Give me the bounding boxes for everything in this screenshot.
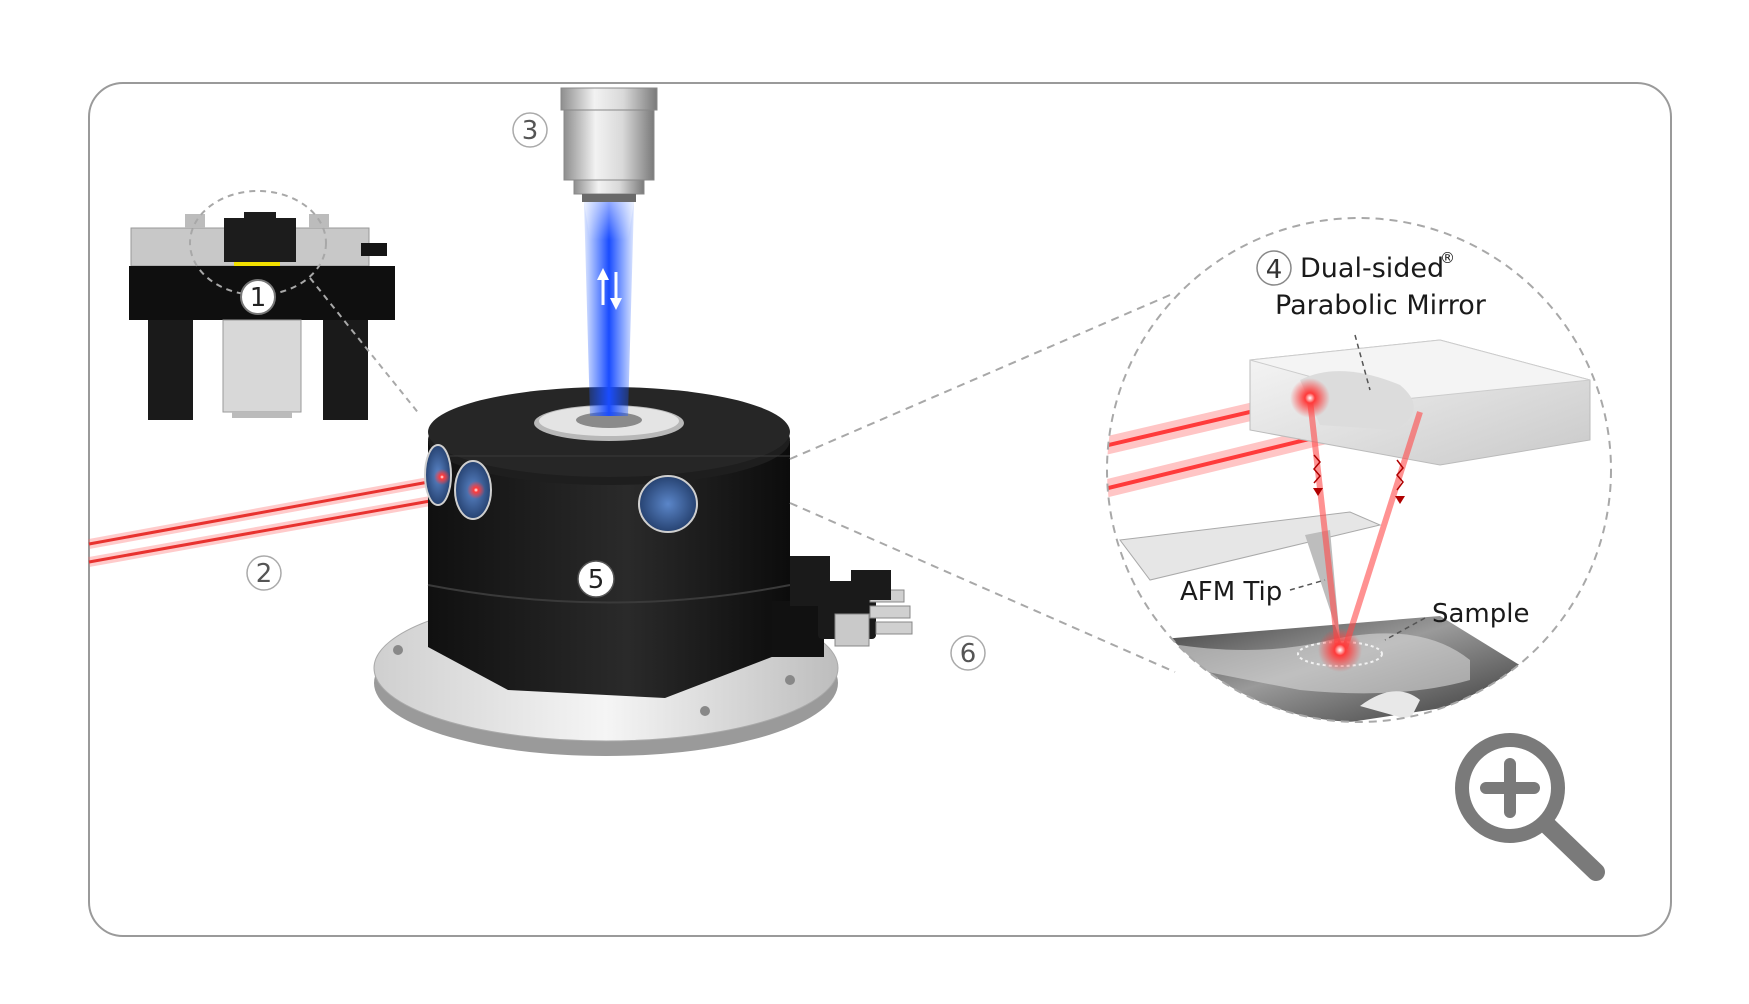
mirror-label: 4 Dual-sided ® Parabolic Mirror [1256, 249, 1487, 391]
callout-6: 6 [960, 639, 977, 669]
callout-3-badge: 3 [512, 112, 548, 148]
excitation-beam [584, 202, 634, 416]
leader-line-1 [309, 277, 421, 416]
mirror-registered-mark: ® [1440, 249, 1455, 267]
fiber-connectors [818, 570, 913, 647]
objective-lens [560, 87, 658, 202]
callout-5: 5 [588, 565, 605, 595]
bidirectional-arrows-icon [597, 268, 622, 310]
afm-tip-label: AFM Tip [1180, 577, 1282, 607]
callout-3: 3 [522, 116, 539, 146]
callout-6-badge: 6 [950, 635, 986, 671]
afm-cantilever [1119, 511, 1382, 581]
callout-4-badge [1256, 250, 1292, 286]
zoom-in-icon[interactable] [1455, 733, 1605, 881]
callout-2-badge: 2 [246, 555, 282, 591]
zoom-leader-bottom [789, 502, 1176, 673]
callout-2: 2 [256, 559, 273, 589]
callout-4: 4 [1266, 255, 1283, 285]
mirror-title-line2: Parabolic Mirror [1275, 290, 1487, 321]
callout-5-badge: 5 [577, 560, 615, 598]
mirror-title-line1: Dual-sided [1300, 253, 1444, 284]
callout-1-badge: 1 [240, 279, 276, 315]
microscope-housing [424, 387, 830, 698]
callout-1: 1 [250, 283, 267, 313]
laser-beams-incoming [88, 474, 476, 567]
detail-view [1106, 217, 1612, 723]
sample-label: Sample [1432, 599, 1530, 629]
